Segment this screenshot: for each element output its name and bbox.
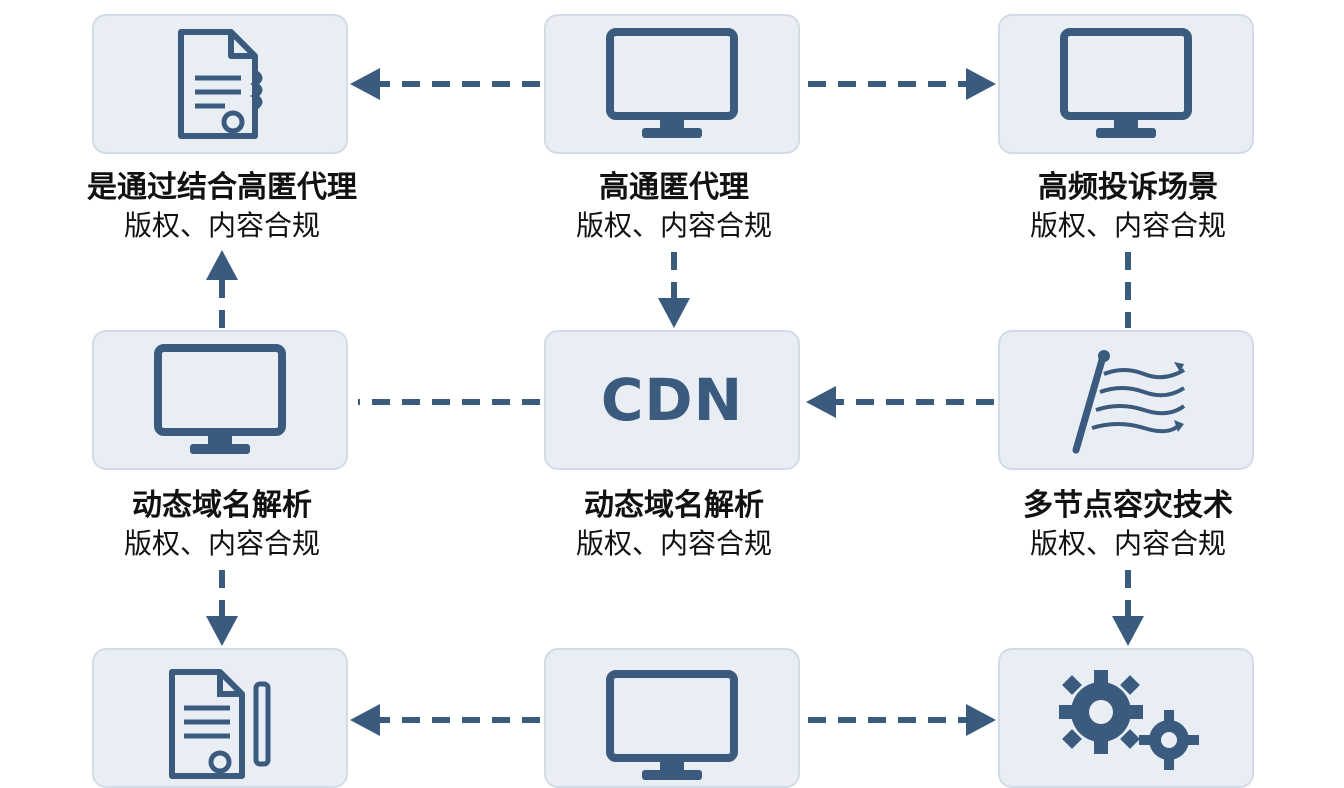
arrowhead-up-left [206, 250, 238, 280]
node-title: 动态域名解析 [584, 488, 764, 523]
monitor-icon [154, 344, 286, 454]
node-bot-right [998, 648, 1254, 788]
arrowhead-left-bottom [350, 704, 380, 736]
monitor-icon [606, 28, 738, 138]
arrowhead-down-left [206, 616, 238, 646]
flow-diagram: 是通过结合高匿代理 版权、内容合规 高通匿代理 版权、内容合规 高频投诉场景 版… [52, 14, 1298, 788]
arrowhead-left-cdn [806, 386, 836, 418]
node-bot-left [92, 648, 348, 788]
label-mid-left: 动态域名解析 版权、内容合规 [52, 486, 392, 562]
label-top-left: 是通过结合高匿代理 版权、内容合规 [52, 168, 392, 244]
node-subtitle: 版权、内容合规 [123, 527, 320, 560]
node-top-center [544, 14, 800, 154]
label-top-center: 高通匿代理 版权、内容合规 [504, 168, 844, 244]
arrowhead-down-right [1112, 616, 1144, 646]
arrowhead-right-bottom [966, 704, 996, 736]
document-pen-icon [169, 669, 271, 779]
node-subtitle: 版权、内容合规 [575, 209, 772, 242]
node-title: 动态域名解析 [132, 488, 312, 523]
label-top-right: 高频投诉场景 版权、内容合规 [958, 168, 1298, 244]
node-bot-center [544, 648, 800, 788]
arrowhead-left-top [350, 68, 380, 100]
node-subtitle: 版权、内容合规 [575, 527, 772, 560]
label-mid-right: 多节点容灾技术 版权、内容合规 [958, 486, 1298, 562]
label-mid-center: 动态域名解析 版权、内容合规 [504, 486, 844, 562]
node-title: 多节点容灾技术 [1023, 488, 1233, 523]
gears-icon [1059, 670, 1199, 770]
node-top-right [998, 14, 1254, 154]
node-subtitle: 版权、内容合规 [1029, 527, 1226, 560]
node-mid-left [92, 330, 348, 470]
node-cdn: CDN [544, 330, 800, 470]
arrowhead-down-cdn [658, 298, 690, 328]
node-top-left [92, 14, 348, 154]
node-title: 高频投诉场景 [1038, 170, 1218, 205]
node-title: 是通过结合高匿代理 [87, 170, 357, 205]
arrowhead-right-top [966, 68, 996, 100]
node-subtitle: 版权、内容合规 [123, 209, 320, 242]
document-icon [178, 29, 263, 139]
monitor-icon [1060, 28, 1192, 138]
monitor-icon [606, 670, 738, 780]
node-title: 高通匿代理 [599, 170, 749, 205]
cdn-label: CDN [600, 366, 744, 434]
connector-layer [206, 68, 1144, 736]
node-subtitle: 版权、内容合规 [1029, 209, 1226, 242]
node-mid-right [998, 330, 1254, 470]
pen-waves-icon [1072, 350, 1186, 454]
